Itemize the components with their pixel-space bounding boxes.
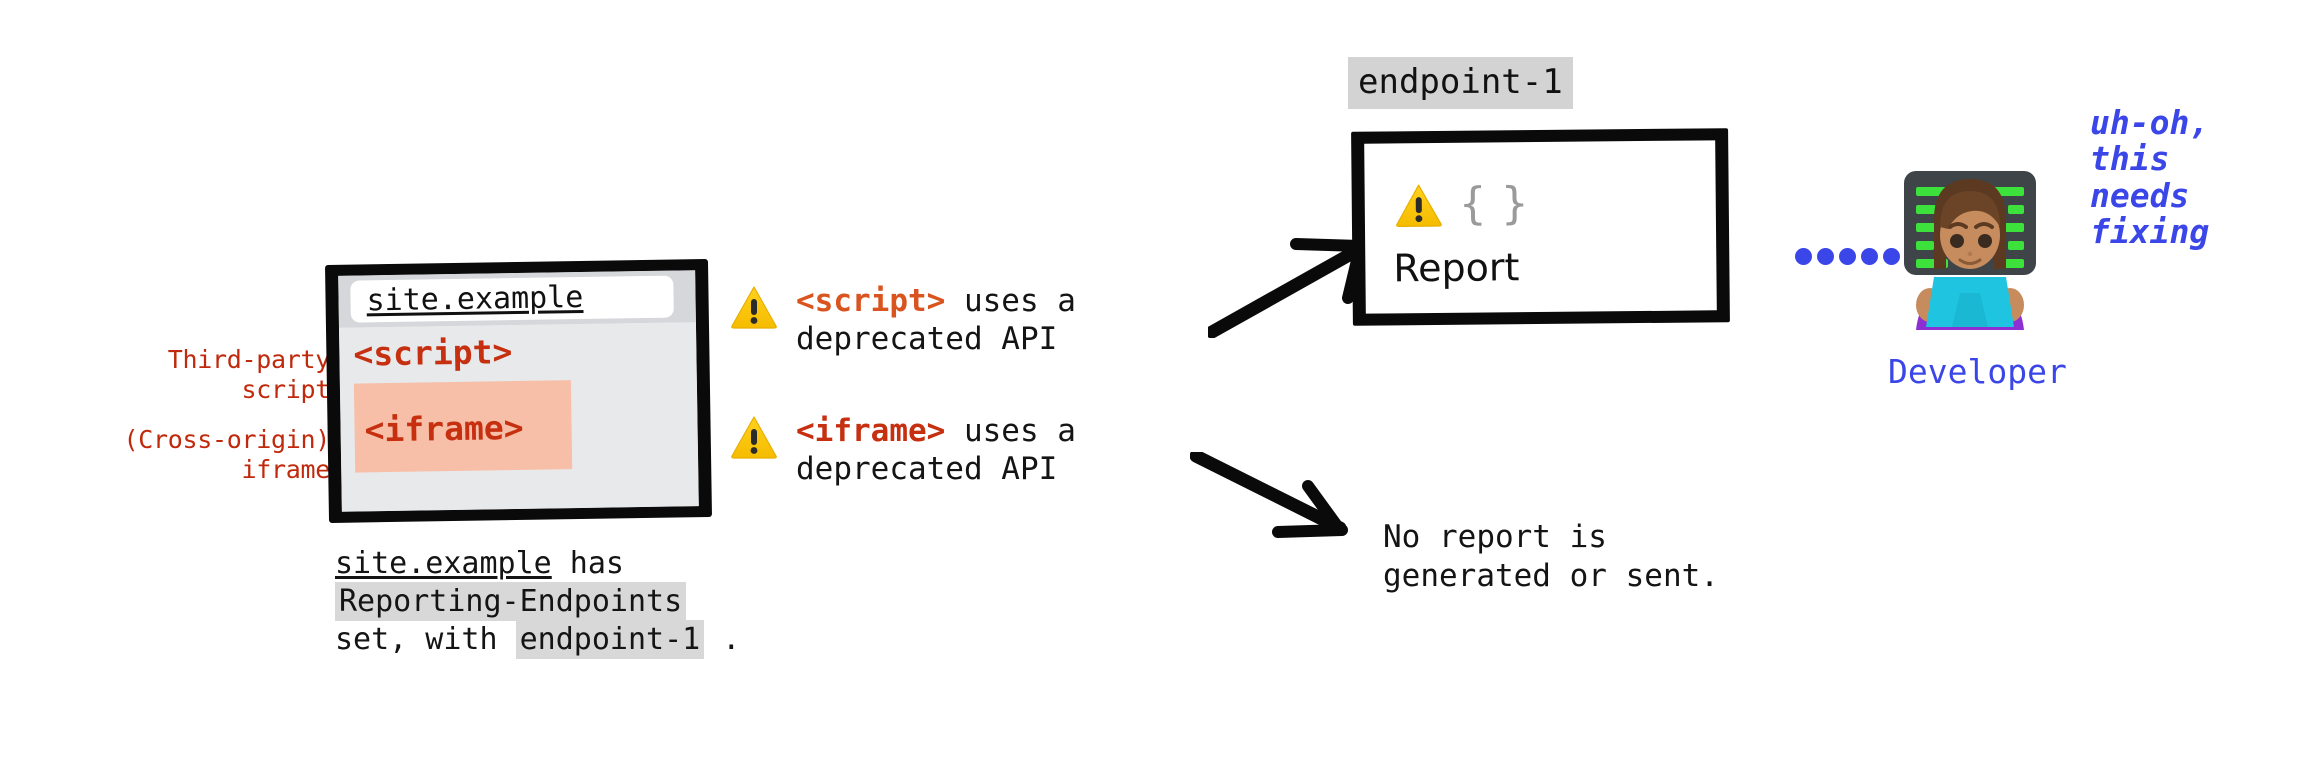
caption-endpoint-chip: endpoint-1 [515,619,705,659]
annotation-cross-origin-iframe: (Cross-origin) iframe [123,425,330,484]
warning-triangle-icon [1396,184,1442,227]
warning-triangle-icon [731,416,777,459]
json-braces-icon: { } [1458,178,1530,230]
report-label: Report [1393,245,1520,291]
script-tag-text: <script> [353,332,513,374]
connector-dot [1861,248,1878,265]
warning-script-tag: <script> [796,283,946,319]
warning-iframe-tag: <iframe> [796,413,946,449]
caption-has: has [551,546,624,581]
iframe-highlight-block: <iframe> [353,380,573,473]
caption-period: . [704,621,741,657]
connector-dot [1839,248,1856,265]
endpoint-chip-wrapper: endpoint-1 [1348,57,1573,109]
annotation-third-party-script: Third-party script [167,345,331,404]
page-content: <script> <iframe> [338,322,699,512]
connector-dot [1795,248,1812,265]
warning-script-rest: uses a [945,283,1076,319]
developer-quote: uh-oh, this needs fixing [2090,103,2210,251]
report-box-interior: { } Report [1364,140,1717,314]
caption-line-3: set, with endpoint-1 . [335,619,741,659]
endpoint-label: endpoint-1 [1348,57,1573,109]
warning-iframe-rest: uses a [945,413,1076,449]
report-box: { } Report [1351,128,1730,326]
url-bar[interactable]: site.example [350,275,674,323]
iframe-tag-text: <iframe> [364,407,524,450]
browser-toolbar: site.example [338,270,696,328]
browser-caption: site.example has Reporting-Endpoints set… [335,545,741,659]
caption-line-1: site.example has [335,545,740,583]
developer-caption: Developer [1888,352,2067,391]
warning-script-line2: deprecated API [796,320,1058,357]
connector-dot [1883,248,1900,265]
connector-dot [1817,248,1834,265]
warning-triangle-icon [731,286,777,329]
arrow-down-right-icon [1190,452,1348,538]
browser-window: site.example <script> <iframe> [324,259,713,523]
caption-line-2: Reporting-Endpoints [335,581,740,621]
browser-viewport: site.example <script> <iframe> [338,270,699,512]
caption-set-with: set, with [335,621,516,657]
warning-iframe-line2: deprecated API [796,450,1058,487]
technologist-emoji [1904,171,2036,330]
no-report-text: No report is generated or sent. [1383,519,1719,594]
url-text: site.example [366,279,584,319]
caption-header-chip: Reporting-Endpoints [335,581,687,621]
caption-site-name: site.example [335,546,552,581]
report-icon-row: { } [1395,178,1530,230]
